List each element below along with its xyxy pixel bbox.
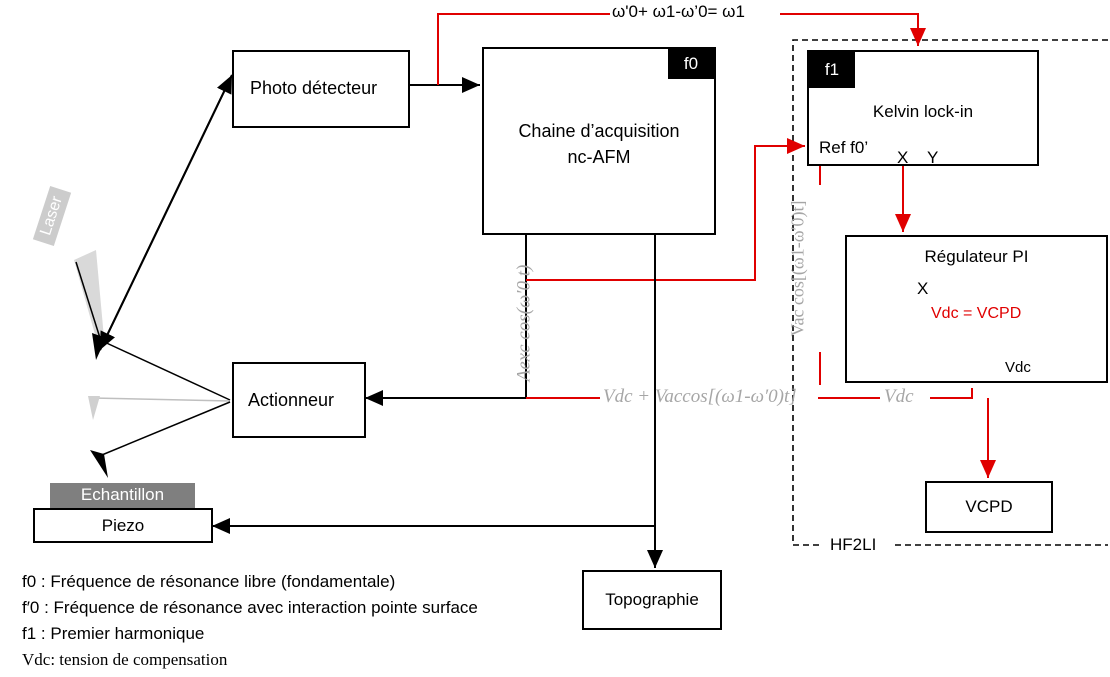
piezo-label: Piezo (101, 516, 145, 535)
cantilever-upper (99, 339, 231, 401)
photodetector-box: Photo détecteur (232, 50, 410, 128)
legend-item-vdc: Vdc: tension de compensation (22, 650, 228, 669)
kelvin-label: Kelvin lock-in (872, 102, 974, 121)
excitation-label: Aexc cos(ω′0 t) (513, 264, 535, 382)
actuator-label: Actionneur (248, 390, 335, 410)
sample-block: Echantillon (50, 483, 195, 508)
tip-upper (92, 333, 106, 360)
regulator-box: Régulateur PI X Vdc = VCPD Vdc (845, 235, 1108, 383)
top-feedback-label: ω'0+ ω1-ω’0= ω1 (612, 2, 745, 21)
acquisition-label-2: nc-AFM (567, 147, 631, 167)
hf2li-frame (792, 39, 1108, 546)
kelvin-y-output: Y (927, 148, 939, 167)
tip-lower (90, 450, 108, 478)
kelvin-x-output: X (897, 148, 909, 167)
sample-label: Echantillon (80, 485, 165, 504)
acquisition-label-1: Chaine d’acquisition (518, 121, 680, 141)
acquisition-tag: f0 (668, 49, 714, 79)
vcpd-box: VCPD (925, 481, 1053, 533)
topography-box: Topographie (582, 570, 722, 630)
photodetector-label: Photo détecteur (250, 78, 378, 98)
vcpd-label: VCPD (965, 497, 1013, 516)
legend-item-f0-prime: f′0 : Fréquence de résonance avec intera… (22, 598, 478, 617)
regulator-axis-x: X (917, 279, 929, 298)
cantilever-lower (96, 401, 231, 458)
cantilever-mid (91, 397, 231, 402)
kelvin-lockin-box: f1 Kelvin lock-in Ref f0’ X Y (807, 50, 1039, 167)
top-feedback-line (437, 13, 610, 85)
kelvin-ref-label: Ref f0’ (819, 138, 869, 157)
tip-mid (88, 396, 100, 420)
regulator-equation: Vdc = VCPD (931, 305, 1022, 322)
vdc-label: Vdc (884, 386, 914, 407)
legend-item-f0: f0 : Fréquence de résonance libre (fonda… (22, 572, 396, 591)
hf2li-label: HF2LI (826, 535, 881, 555)
vac-vertical-label: Vac cos[(ω1-ω′0)t] (787, 200, 808, 337)
actuator-box: Actionneur (232, 362, 366, 438)
regulator-axis-vdc: Vdc (1005, 359, 1031, 376)
laser-beam (74, 250, 104, 345)
regulator-label: Régulateur PI (924, 247, 1029, 266)
sum-label: Vdc + Vaccos[(ω1-ω′0)t] (603, 386, 797, 407)
acquisition-box: f0 Chaine d’acquisition nc-AFM (482, 47, 716, 235)
piezo-box: Piezo (33, 508, 213, 543)
topography-label: Topographie (605, 590, 699, 609)
ref-line (526, 138, 805, 281)
kelvin-tag: f1 (809, 52, 855, 88)
legend-item-f1: f1 : Premier harmonique (22, 624, 205, 643)
